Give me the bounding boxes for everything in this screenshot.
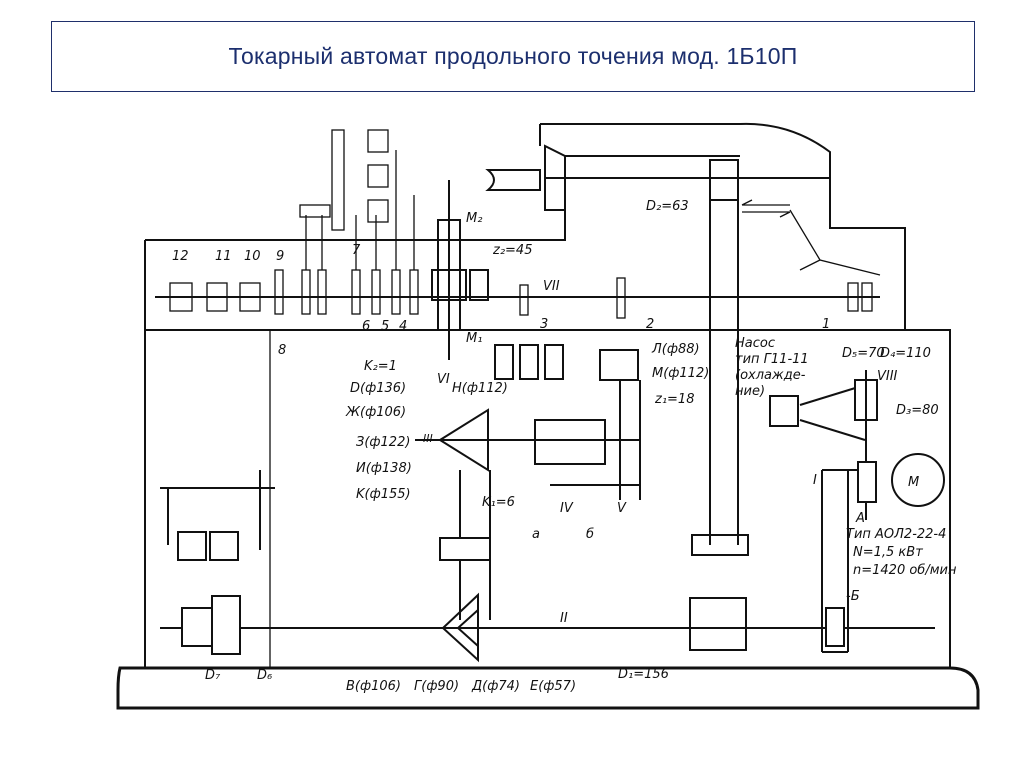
page-title: Токарный автомат продольного точения мод… — [228, 43, 798, 69]
label-shaft-vii: VII — [543, 279, 560, 294]
belt-d2 — [689, 159, 749, 651]
cam-label-5: 5 — [381, 319, 389, 334]
pump-label-2: тип Г11-11 — [735, 352, 809, 367]
label-k155: K(ф155) — [356, 487, 411, 502]
motor-label-3: n=1420 об/мин — [853, 563, 957, 578]
cam-levers — [299, 129, 415, 270]
label-a: а — [532, 527, 540, 542]
label-k2: K₂=1 — [364, 359, 397, 374]
cam-label-2: 2 — [646, 317, 654, 332]
cam-label-7: 7 — [352, 243, 361, 258]
cam-label-6: 6 — [362, 319, 370, 334]
label-shaft-iv: IV — [560, 501, 574, 516]
motor-label-2: N=1,5 кВт — [853, 545, 923, 560]
label-m2: M₂ — [466, 211, 482, 226]
label-v106: B(ф106) — [346, 679, 401, 694]
title-frame: Токарный автомат продольного точения мод… — [51, 21, 975, 92]
cam-label-4: 4 — [399, 319, 407, 334]
pump-label-3: (охлажде- — [735, 368, 806, 383]
label-d7: D₇ — [205, 668, 221, 683]
label-zh106: Ж(ф106) — [345, 405, 406, 420]
label-z122: З(ф122) — [356, 435, 410, 450]
label-k1: K₁=6 — [482, 495, 515, 510]
label-shaft-viii: VIII — [877, 369, 898, 384]
cam-label-3: 3 — [540, 317, 548, 332]
label-motor-m: M — [908, 475, 919, 490]
motor-circle — [891, 453, 945, 507]
cam-label-10: 10 — [244, 249, 261, 264]
label-d6: D₆ — [257, 668, 272, 683]
left-gear-cluster — [160, 470, 275, 561]
pulley-d6 — [211, 595, 241, 655]
pump-box — [769, 395, 799, 427]
label-e57: E(ф57) — [530, 679, 576, 694]
label-b6: -Б — [846, 589, 860, 604]
pump-label-1: Насос — [735, 336, 775, 351]
label-z18: z₁=18 — [654, 392, 694, 407]
cam-label-9: 9 — [276, 249, 284, 264]
label-d5: D₅=70 — [842, 346, 885, 361]
label-h112: H(ф112) — [452, 381, 508, 396]
label-m112: M(ф112) — [652, 366, 709, 381]
cone-pulley-upper — [415, 408, 495, 472]
pulley-d3 — [857, 461, 877, 503]
label-d1: D₁=156 — [618, 667, 669, 682]
clutch-box — [439, 537, 491, 561]
cone-pulley-lower — [441, 592, 479, 663]
label-z45: z₂=45 — [492, 243, 532, 258]
label-shaft-vi: VI — [437, 372, 450, 387]
pump-label-4: ние) — [735, 384, 765, 399]
label-shaft-iii: III — [423, 432, 433, 445]
collet — [485, 169, 541, 191]
label-l88: Л(ф88) — [651, 342, 700, 357]
label-m1: M₁ — [466, 331, 482, 346]
cam-group-left — [169, 269, 873, 319]
label-shaft-i: I — [813, 473, 817, 488]
motor-pulley — [825, 607, 845, 647]
cam-label-1: 1 — [822, 317, 830, 332]
spindle-m2 — [431, 180, 489, 360]
cam-label-11: 11 — [215, 249, 232, 264]
cam-label-12: 12 — [172, 249, 189, 264]
machine-base — [116, 666, 980, 710]
headstock-top — [539, 123, 740, 146]
cam-label-8: 8 — [278, 343, 286, 358]
motor-belt — [821, 469, 858, 653]
label-d136: D(ф136) — [350, 381, 406, 396]
motor-label-1: Тип АОЛ2-22-4 — [846, 527, 946, 542]
label-b: б — [586, 527, 594, 542]
label-shaft-v: V — [617, 501, 627, 516]
label-d3: D₃=80 — [896, 403, 939, 418]
machine-frame — [144, 122, 951, 668]
label-g90: Г(ф90) — [414, 679, 459, 694]
label-d74: Д(ф74) — [471, 679, 520, 694]
label-A: A — [855, 511, 865, 526]
lever-linkage — [789, 209, 881, 276]
gear-train-mid — [490, 344, 641, 500]
label-shaft-ii: II — [560, 611, 568, 626]
label-d4: D₄=110 — [880, 346, 931, 361]
label-i138: И(ф138) — [356, 461, 412, 476]
feed-arrows — [741, 199, 791, 218]
pulley-d7 — [181, 607, 213, 647]
label-d2: D₂=63 — [646, 199, 689, 214]
